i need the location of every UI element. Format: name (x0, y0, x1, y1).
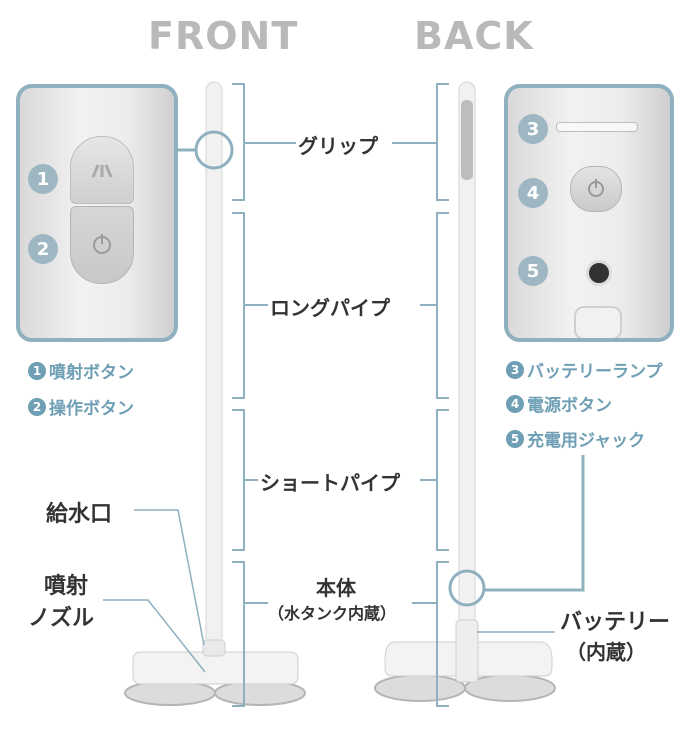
leader-lines (103, 509, 555, 673)
label-nozzle-line1: 噴射 (44, 568, 89, 600)
label-body: 本体 (316, 572, 356, 601)
back-neck (455, 619, 479, 683)
legend-num-3: 3 (506, 360, 524, 379)
label-battery-line2: （内蔵） (566, 636, 646, 665)
legend-text-power-button: 電源ボタン (527, 396, 612, 416)
power-button[interactable] (570, 166, 622, 212)
back-zoom-panel: 3 4 5 (504, 84, 674, 342)
legend-text-operation-button: 操作ボタン (49, 399, 134, 419)
back-pad-right (464, 674, 556, 702)
spray-icon (91, 164, 113, 178)
legend-num-1: 1 (28, 361, 46, 380)
legend-num-4: 4 (506, 394, 524, 413)
back-legend-4: 4 電源ボタン (506, 391, 612, 416)
front-legend-1: 1 噴射ボタン (28, 358, 134, 383)
label-body-sub: （水タンク内蔵） (268, 600, 397, 624)
zoom-connectors (176, 130, 585, 607)
front-mop (124, 81, 306, 706)
back-callout-3: 3 (518, 114, 548, 144)
legend-num-2: 2 (28, 397, 46, 416)
battery-lamp (556, 122, 638, 132)
front-pad-left (124, 680, 216, 706)
front-heading: FRONT (148, 14, 299, 58)
front-pad-right (214, 680, 306, 706)
front-base (132, 651, 299, 685)
back-mop (374, 81, 556, 702)
back-zoom-circle (448, 569, 486, 607)
back-brackets (392, 83, 449, 707)
spray-button[interactable] (70, 136, 134, 204)
back-legend-3: 3 バッテリーランプ (506, 357, 663, 382)
front-callout-1: 1 (28, 164, 58, 194)
front-brackets (232, 83, 296, 707)
charging-jack[interactable] (586, 260, 612, 286)
legend-num-5: 5 (506, 429, 524, 448)
back-power-icon (588, 179, 604, 197)
back-grip-dark (461, 100, 473, 180)
legend-text-battery-lamp: バッテリーランプ (527, 362, 663, 382)
legend-text-charging-jack: 充電用ジャック (527, 431, 646, 451)
label-short-pipe: ショートパイプ (260, 467, 400, 496)
back-callout-5: 5 (518, 256, 548, 286)
front-neck (202, 639, 226, 657)
front-zoom-panel: 1 2 (16, 84, 178, 342)
back-panel-base-slot (574, 306, 622, 338)
label-long-pipe: ロングパイプ (270, 292, 390, 321)
back-heading: BACK (414, 14, 534, 58)
operation-button[interactable] (70, 206, 134, 284)
label-nozzle-line2: ノズル (28, 600, 95, 632)
label-water-inlet: 給水口 (46, 496, 113, 528)
back-callout-4: 4 (518, 178, 548, 208)
back-pad-left (374, 674, 466, 702)
legend-text-spray-button: 噴射ボタン (49, 363, 134, 383)
back-legend-5: 5 充電用ジャック (506, 426, 645, 451)
label-grip: グリップ (298, 130, 378, 159)
front-legend-2: 2 操作ボタン (28, 394, 134, 419)
front-callout-2: 2 (28, 234, 58, 264)
label-battery-line1: バッテリー (560, 604, 671, 636)
power-icon (93, 234, 111, 254)
